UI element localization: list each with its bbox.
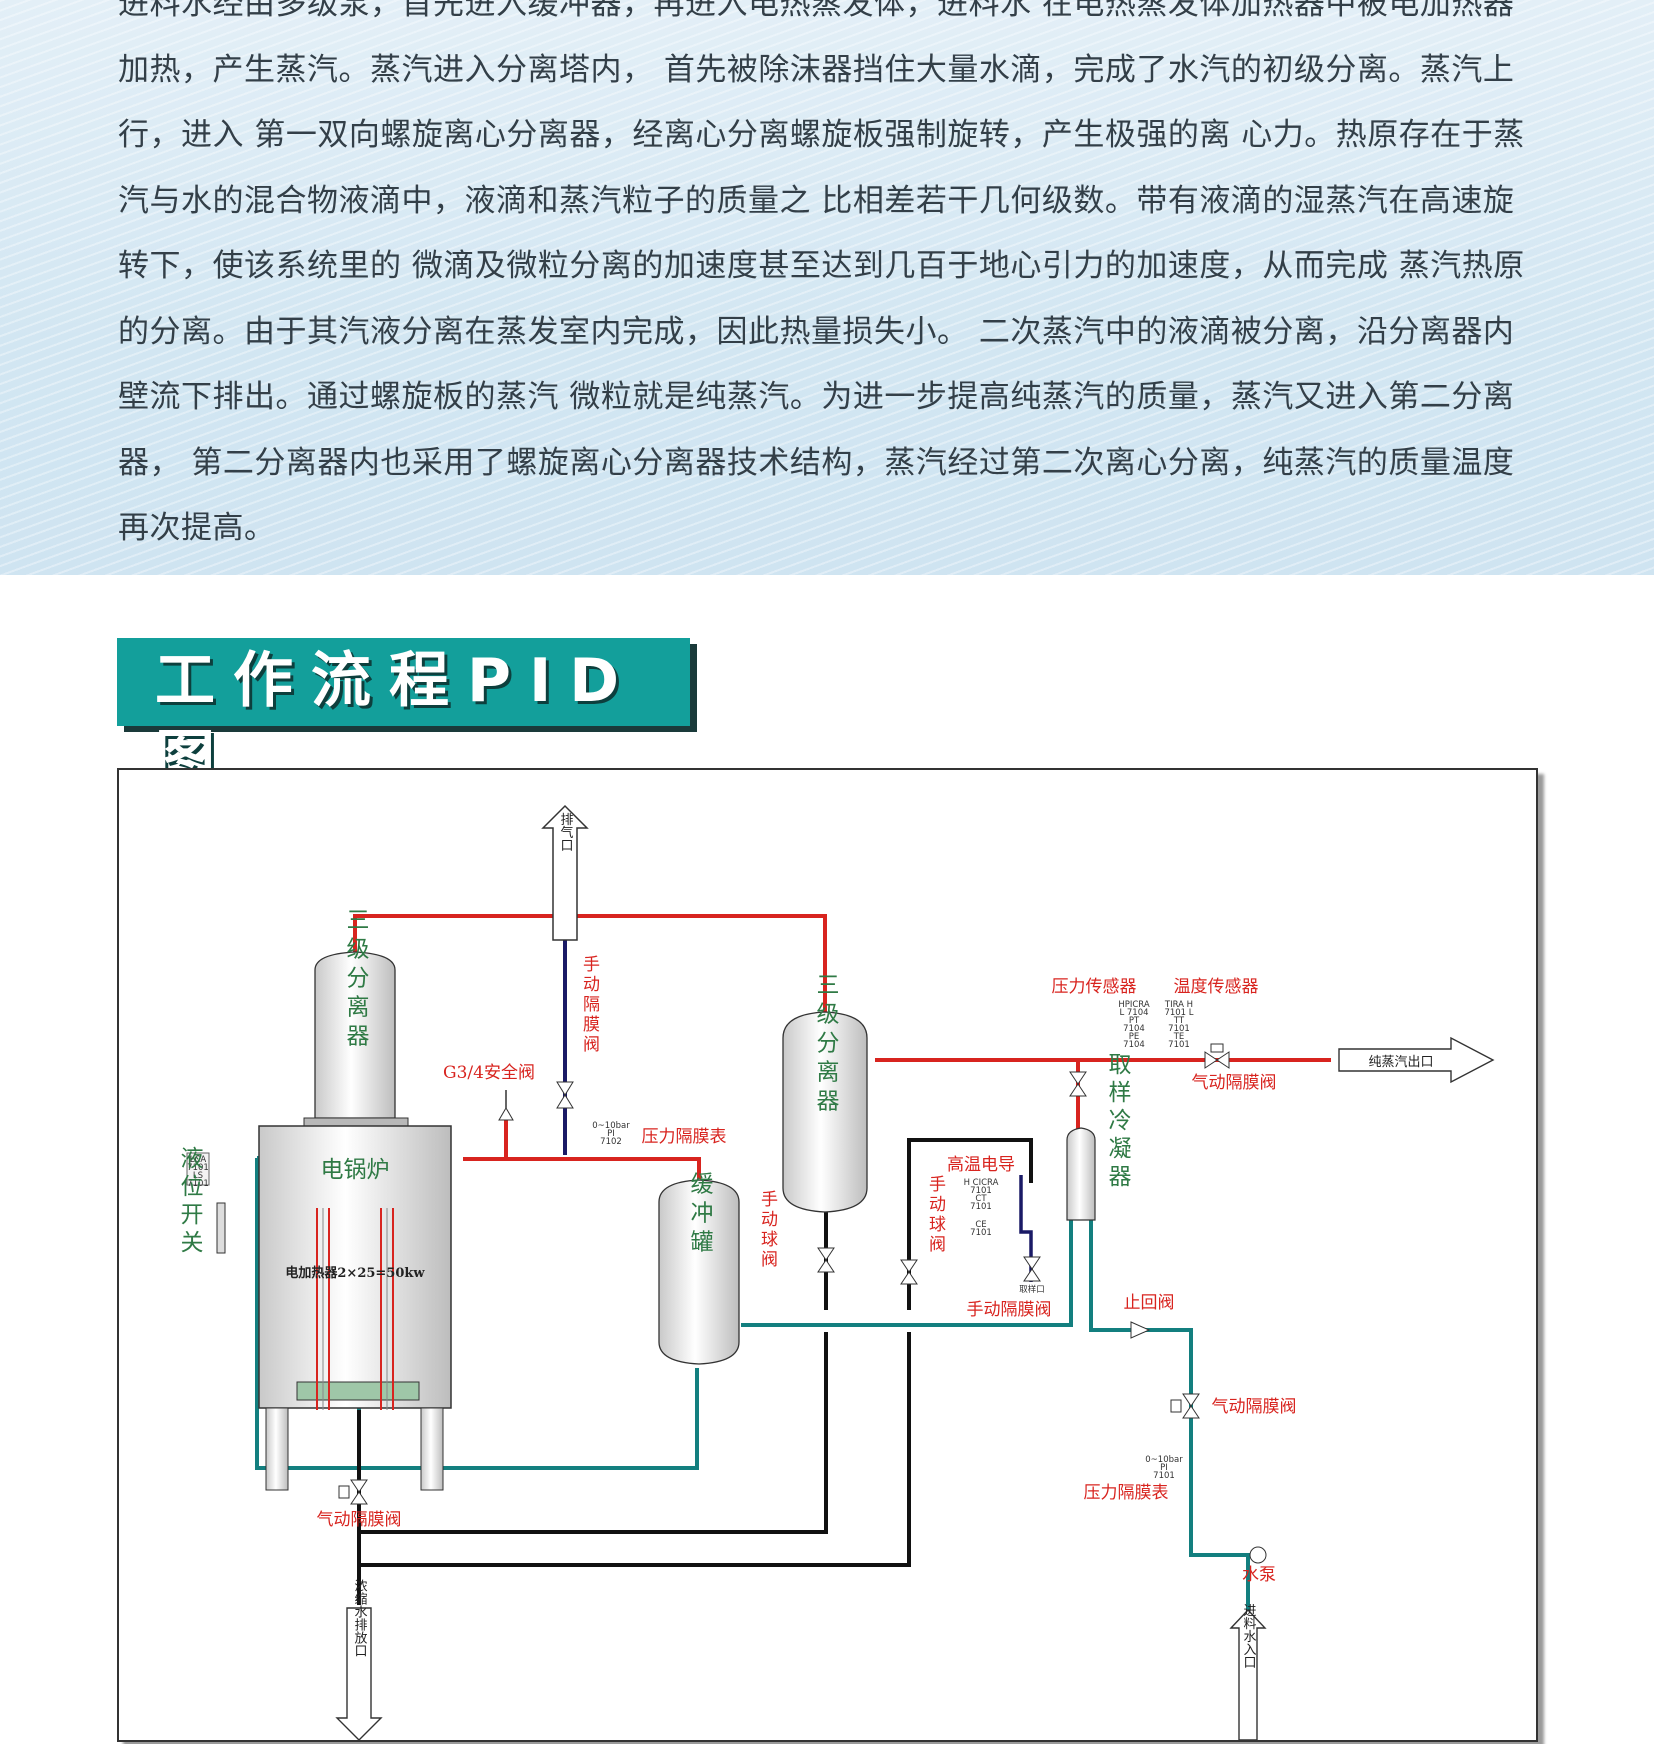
svg-text:7101 L: 7101 L bbox=[1164, 1008, 1193, 1018]
pneumatic-valve-bottom: 气动隔膜阀 bbox=[317, 1479, 402, 1530]
conductivity-label: 高温电导 bbox=[947, 1155, 1015, 1175]
manual-diaphragm-valve-vent-label: 手动隔膜阀 bbox=[579, 955, 600, 1055]
feed-inlet-label: 进料水入口 bbox=[1241, 1604, 1257, 1669]
buffer-tank: 缓冲罐 bbox=[658, 1172, 740, 1365]
svg-text:7104: 7104 bbox=[1123, 1024, 1145, 1034]
svg-text:7101: 7101 bbox=[187, 1179, 209, 1189]
svg-text:7101: 7101 bbox=[1153, 1471, 1175, 1481]
heater-label: 电加热器2×25=50kw bbox=[285, 1265, 425, 1281]
feed-inlet-arrow: 进料水入口 bbox=[1229, 1604, 1267, 1741]
pneumatic-valve-right: 气动隔膜阀 bbox=[1170, 1393, 1297, 1419]
manual-diaphragm-valve-sample-label: 手动隔膜阀 bbox=[967, 1300, 1052, 1320]
pure-steam-outlet: 纯蒸汽出口 bbox=[1338, 1036, 1495, 1084]
pneumatic-valve-top: 气动隔膜阀 bbox=[1192, 1043, 1277, 1093]
svg-text:PI: PI bbox=[607, 1129, 615, 1139]
svg-text:TT: TT bbox=[1173, 1016, 1185, 1026]
pressure-gauge-7101-label: 压力隔膜表 bbox=[1084, 1483, 1169, 1503]
separator-right-label: 三级分离器 bbox=[812, 973, 840, 1118]
pid-diagram: 排气口 三级分离器 电锅炉 电加热器2×25=50kw bbox=[176, 804, 1495, 1741]
sample-branch-valve bbox=[1069, 1071, 1087, 1097]
svg-text:7101: 7101 bbox=[970, 1202, 992, 1212]
section-title-bar: 工作流程PID图 bbox=[117, 638, 690, 794]
safety-valve: G3/4安全阀 bbox=[443, 1063, 535, 1121]
svg-text:7101: 7101 bbox=[970, 1186, 992, 1196]
svg-text:PE: PE bbox=[1129, 1032, 1140, 1042]
separator-right: 三级分离器 bbox=[782, 973, 868, 1213]
svg-text:7101: 7101 bbox=[187, 1163, 209, 1173]
svg-text:L 7104: L 7104 bbox=[1119, 1008, 1148, 1018]
sample-port-label: 取样口 bbox=[1019, 1284, 1045, 1295]
exhaust-arrow: 排气口 bbox=[541, 804, 589, 941]
svg-text:TE: TE bbox=[1173, 1032, 1185, 1042]
svg-text:0~10bar: 0~10bar bbox=[592, 1121, 630, 1131]
pressure-sensor: 压力传感器 HPICRA L 7104 PT 7104 PE 7104 bbox=[1052, 977, 1150, 1050]
temperature-sensor-label: 温度传感器 bbox=[1174, 977, 1259, 997]
svg-text:LS: LS bbox=[193, 1171, 203, 1181]
pneumatic-valve-top-label: 气动隔膜阀 bbox=[1192, 1073, 1277, 1093]
svg-text:TIRA H: TIRA H bbox=[1164, 1000, 1193, 1010]
manual-ball-valve-1-label: 手动球阀 bbox=[757, 1190, 778, 1270]
svg-text:PT: PT bbox=[1129, 1016, 1140, 1026]
temperature-sensor: 温度传感器 TIRA H 7101 L TT 7101 TE 7101 bbox=[1164, 977, 1259, 1050]
exhaust-label: 排气口 bbox=[558, 813, 574, 852]
separator-left-label: 三级分离器 bbox=[342, 908, 370, 1053]
pressure-gauge-7102-label: 压力隔膜表 bbox=[642, 1127, 727, 1147]
level-switch: LCA 7101 LS 7101 液位开关 bbox=[176, 1146, 226, 1258]
section-title: 工作流程PID图 bbox=[155, 646, 638, 794]
pressure-gauge-7101: 0~10bar PI 7101 压力隔膜表 bbox=[1084, 1455, 1184, 1503]
check-valve-label: 止回阀 bbox=[1124, 1293, 1175, 1313]
svg-text:H CICRA: H CICRA bbox=[964, 1178, 999, 1188]
manual-ball-valve-1: 手动球阀 bbox=[757, 1190, 835, 1273]
manual-diaphragm-valve-sample: 取样口 手动隔膜阀 bbox=[967, 1256, 1052, 1320]
separator-left: 三级分离器 bbox=[303, 908, 409, 1129]
boiler-label: 电锅炉 bbox=[321, 1157, 390, 1183]
manual-ball-valve-2-label: 手动球阀 bbox=[925, 1175, 946, 1255]
manual-diaphragm-valve-vent: 手动隔膜阀 bbox=[556, 955, 600, 1109]
svg-text:CE: CE bbox=[975, 1220, 986, 1230]
intro-paragraph: 进料水经由多级泵，首先进入缓冲器，再进入电热蒸发体，进料水 在电热蒸发体加热器中… bbox=[118, 0, 1525, 546]
svg-text:CT: CT bbox=[975, 1194, 987, 1204]
svg-text:HPICRA: HPICRA bbox=[1118, 1000, 1150, 1010]
svg-text:PI: PI bbox=[1160, 1463, 1168, 1473]
pneumatic-valve-bottom-label: 气动隔膜阀 bbox=[317, 1510, 402, 1530]
drain-pipes bbox=[357, 1138, 1033, 1605]
manual-ball-valve-2: 手动球阀 bbox=[900, 1175, 946, 1285]
svg-text:7101: 7101 bbox=[1168, 1040, 1190, 1050]
svg-text:7104: 7104 bbox=[1123, 1040, 1145, 1050]
pressure-sensor-label: 压力传感器 bbox=[1052, 977, 1137, 997]
sample-cooler: 取样冷凝器 bbox=[1066, 1052, 1132, 1221]
pid-diagram-frame: 排气口 三级分离器 电锅炉 电加热器2×25=50kw bbox=[117, 768, 1538, 1742]
conductivity-sensor: 高温电导 H CICRA 7101 CT 7101 CE 7101 bbox=[947, 1155, 1015, 1238]
buffer-tank-label: 缓冲罐 bbox=[686, 1172, 714, 1259]
intro-section: 进料水经由多级泵，首先进入缓冲器，再进入电热蒸发体，进料水 在电热蒸发体加热器中… bbox=[0, 0, 1654, 575]
pure-steam-outlet-label: 纯蒸汽出口 bbox=[1368, 1055, 1433, 1070]
svg-text:7101: 7101 bbox=[1168, 1024, 1190, 1034]
electric-boiler: 电锅炉 电加热器2×25=50kw bbox=[258, 1125, 452, 1491]
level-switch-label: 液位开关 bbox=[176, 1146, 204, 1258]
svg-text:7102: 7102 bbox=[600, 1137, 622, 1147]
pump-label: 水泵 bbox=[1242, 1565, 1276, 1585]
check-valve: 止回阀 bbox=[1124, 1293, 1175, 1339]
sample-cooler-label: 取样冷凝器 bbox=[1104, 1052, 1132, 1192]
water-pump: 水泵 bbox=[1242, 1546, 1276, 1585]
concentrate-drain-arrow: 浓缩水排放口 bbox=[335, 1579, 383, 1741]
svg-text:0~10bar: 0~10bar bbox=[1145, 1455, 1183, 1465]
concentrate-drain-label: 浓缩水排放口 bbox=[352, 1579, 368, 1657]
pressure-gauge-7102: 0~10bar PI 7102 压力隔膜表 bbox=[592, 1121, 726, 1147]
safety-valve-label: G3/4安全阀 bbox=[443, 1063, 535, 1083]
svg-text:LCA: LCA bbox=[190, 1155, 207, 1165]
svg-text:7101: 7101 bbox=[970, 1228, 992, 1238]
pneumatic-valve-right-label: 气动隔膜阀 bbox=[1212, 1397, 1297, 1417]
